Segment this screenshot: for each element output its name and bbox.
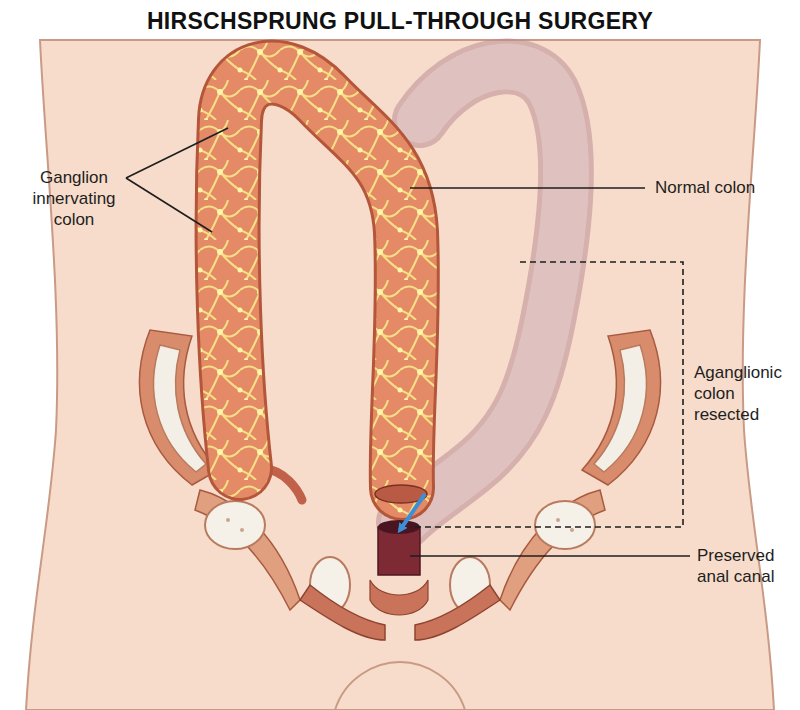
pull-through-arrow <box>400 494 425 530</box>
leader-line <box>126 178 212 232</box>
colon-outline <box>228 73 407 488</box>
iliac-bone <box>594 345 646 472</box>
leader-line <box>410 555 690 557</box>
bone-pore <box>240 528 244 532</box>
leader-line <box>126 128 228 178</box>
sphincter <box>370 580 428 615</box>
bone-pore <box>556 518 560 522</box>
pelvic-wall <box>195 490 300 610</box>
buttock-crease <box>335 662 465 710</box>
anal-canal-opening <box>378 520 420 534</box>
part-label: Aganglionic colon resected <box>694 362 798 425</box>
title: HIRSCHSPRUNG PULL-THROUGH SURGERY <box>0 8 800 35</box>
bone-pore <box>570 528 574 532</box>
hip-bone <box>535 501 595 549</box>
iliac-bone <box>154 345 206 472</box>
part-label: Ganglion innervating colon <box>18 167 130 230</box>
leader-line <box>410 187 645 189</box>
normal-colon <box>228 73 407 488</box>
iliac-muscle <box>582 330 660 485</box>
dashed-bracket <box>410 262 683 527</box>
part-label: Preserved anal canal <box>697 545 797 587</box>
part-label: Normal colon <box>655 177 795 198</box>
pelvic-wall <box>500 490 605 610</box>
bone-pore <box>226 518 230 522</box>
body-outline <box>26 40 774 710</box>
anal-canal <box>378 527 420 575</box>
hip-bone <box>205 501 265 549</box>
